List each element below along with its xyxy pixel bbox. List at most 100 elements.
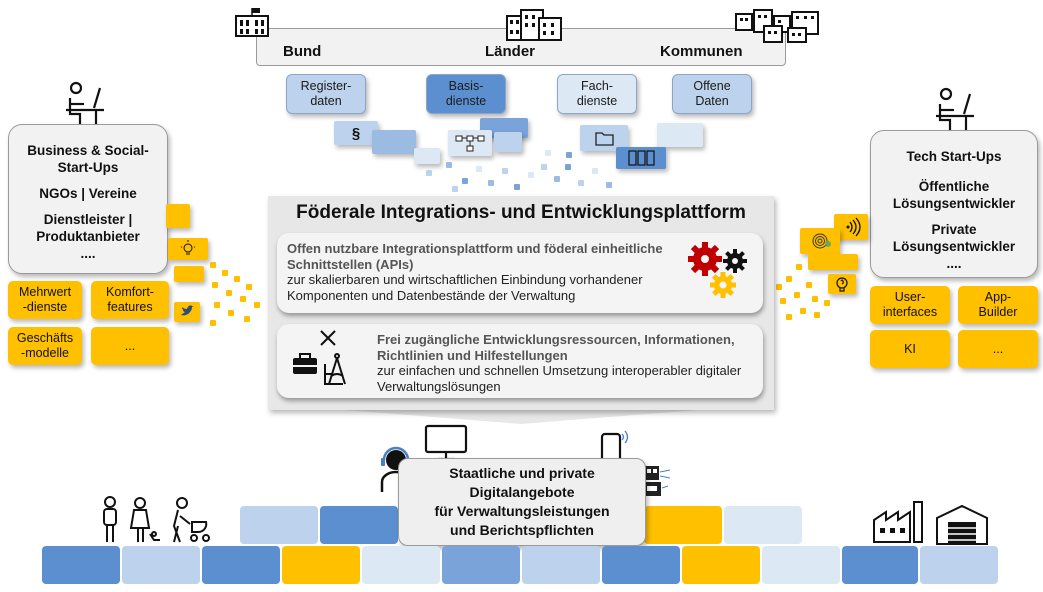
brick [122, 546, 200, 584]
user-interfaces-tile: User- interfaces [870, 286, 950, 324]
dot [254, 302, 260, 308]
brain-icon [836, 277, 848, 292]
dot [226, 290, 232, 296]
more-offerings-tile: ... [958, 330, 1038, 368]
dot [234, 276, 240, 282]
integration-desc: zur skalierbaren und wirtschaftlichen Ei… [287, 272, 643, 303]
dot [210, 262, 216, 268]
dot [246, 284, 252, 290]
office-buildings-icon [506, 9, 562, 41]
level-laender: Länder [485, 43, 536, 60]
dot [214, 302, 220, 308]
tile [174, 266, 204, 282]
factory-icon [873, 501, 923, 543]
dot [502, 168, 508, 174]
office-buildings-icon [735, 9, 819, 43]
brick [202, 546, 280, 584]
dot [210, 320, 216, 326]
dot [606, 182, 612, 188]
more-offerings-tile: ... [91, 327, 169, 365]
dot [426, 170, 432, 176]
paragraph-icon: § [351, 124, 361, 142]
paragraph-tile: § [334, 121, 378, 145]
fingerprint-icon [812, 233, 831, 249]
data-tile [414, 148, 440, 164]
integration-title: Offen nutzbare Integrationsplattform und… [287, 241, 663, 272]
integration-panel: Offen nutzbare Integrationsplattform und… [277, 233, 763, 313]
dot [824, 300, 830, 306]
actor-more: .... [80, 246, 96, 261]
specialist-services-pill: Fach- dienste [557, 74, 637, 114]
brick [842, 546, 918, 584]
brick [522, 546, 600, 584]
lightbulb-tile [168, 238, 208, 260]
platform-box: Föderale Integrations- und Entwicklungsp… [268, 196, 774, 410]
dot [244, 316, 250, 322]
brick [724, 506, 802, 544]
digital-offers-text: Staatliche und private Digitalangebote f… [434, 465, 610, 538]
data-tile [372, 130, 416, 154]
brick [240, 506, 318, 544]
right-actors-box: Tech Start-Ups Öffentliche Lösungsentwic… [870, 130, 1038, 278]
actor-more: .... [946, 256, 962, 271]
value-added-services-tile: Mehrwert -dienste [8, 281, 82, 319]
business-models-tile: Geschäfts -modelle [8, 327, 82, 365]
twitter-tile [174, 302, 200, 322]
left-actors-box: Business & Social- Start-Ups NGOs | Vere… [8, 124, 168, 274]
gears-icon [688, 242, 747, 298]
dot [476, 166, 482, 172]
tools-icon [293, 330, 346, 385]
open-data-pill: Offene Daten [672, 74, 752, 114]
dot [541, 164, 547, 170]
twitter-icon [181, 305, 194, 316]
warehouse-icon [936, 504, 988, 545]
folder-icon [595, 132, 614, 146]
platform-title: Föderale Integrations- und Entwicklungsp… [296, 202, 746, 223]
tile [166, 204, 190, 228]
dot [786, 314, 792, 320]
resources-title: Frei zugängliche Entwicklungsressourcen,… [377, 332, 735, 363]
brain-tile [828, 274, 856, 294]
ai-tile: KI [870, 330, 950, 368]
brick [762, 546, 840, 584]
actor-service-providers: Dienstleister | Produktanbieter [36, 212, 140, 244]
app-builder-tile: App- Builder [958, 286, 1038, 324]
dot [814, 312, 820, 318]
flowchart-tile [448, 130, 492, 156]
people-icon [103, 496, 210, 543]
dot [528, 172, 534, 178]
robot-icon [633, 466, 671, 496]
brick [282, 546, 360, 584]
servers-tile [616, 147, 666, 169]
dot [566, 152, 572, 158]
dot [514, 184, 520, 190]
dot [780, 298, 786, 304]
brick [644, 506, 722, 544]
government-building-icon [235, 8, 269, 37]
dot [812, 296, 818, 302]
dot [776, 284, 782, 290]
actor-startups: Business & Social- Start-Ups [27, 143, 149, 175]
dot [545, 150, 551, 156]
resources-desc: zur einfachen und schnellen Umsetzung in… [377, 363, 742, 394]
dot [592, 168, 598, 174]
level-bund: Bund [283, 43, 322, 60]
brick [442, 546, 520, 584]
monitor-icon [424, 424, 468, 461]
wireless-icon [846, 217, 861, 237]
dot [806, 282, 812, 288]
servers-icon [628, 150, 655, 166]
dot [578, 180, 584, 186]
register-data-pill: Register- daten [286, 74, 366, 114]
dot [462, 178, 468, 184]
brick [602, 546, 680, 584]
dot [212, 282, 218, 288]
actor-tech-startups: Tech Start-Ups [906, 149, 1002, 164]
dot [228, 310, 234, 316]
dot [488, 180, 494, 186]
brick [362, 546, 440, 584]
dot [800, 308, 806, 314]
data-tile [657, 123, 703, 147]
dot [222, 270, 228, 276]
level-kommunen: Kommunen [660, 43, 743, 60]
